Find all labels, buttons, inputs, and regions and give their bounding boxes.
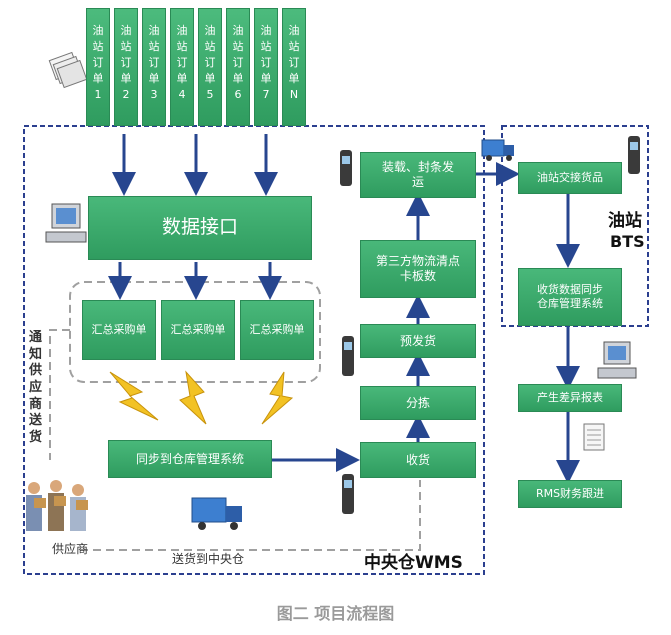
supplier-label: 供应商 <box>52 542 89 556</box>
order-char: 油 <box>260 24 272 37</box>
order-char: 单 <box>176 71 188 85</box>
oil-station-order-6: 油 站 订 单 6 <box>226 8 250 126</box>
station-handover-node: 油站交接货品 <box>518 162 622 194</box>
summary-po-node-2: 汇总采购单 <box>161 300 235 360</box>
load-seal-ship-node: 装载、封条发运 <box>360 152 476 198</box>
data-interface-node: 数据接口 <box>88 196 312 260</box>
deliver-to-dc-label: 送货到中央仓 <box>172 552 245 566</box>
order-char: N <box>289 87 299 101</box>
scanner-icon <box>342 474 354 514</box>
oil-station-order-1: 油 站 订 单 1 <box>86 8 110 126</box>
scanner-icon <box>628 136 640 174</box>
station-label: 油站 <box>608 211 642 231</box>
order-char: 站 <box>232 39 244 53</box>
order-char: 6 <box>234 87 242 101</box>
order-char: 5 <box>206 87 214 101</box>
order-char: 订 <box>232 55 244 69</box>
notify-supplier-label: 通知供应商送货 <box>29 330 43 445</box>
oil-station-order-5: 油 站 订 单 5 <box>198 8 222 126</box>
figure-caption: 图二 项目流程图 <box>276 604 395 623</box>
order-char: 油 <box>232 24 244 37</box>
order-char: 油 <box>148 24 160 37</box>
order-char: 油 <box>120 24 132 37</box>
order-char: 站 <box>92 39 104 53</box>
order-char: 订 <box>120 55 132 69</box>
order-char: 订 <box>288 55 300 69</box>
scanner-icon <box>342 336 354 376</box>
order-char: 订 <box>204 55 216 69</box>
lightning-icon <box>109 371 159 421</box>
oil-station-order-3: 油 站 订 单 3 <box>142 8 166 126</box>
oil-station-order-7: 油 站 订 单 7 <box>254 8 278 126</box>
truck-icon <box>481 139 514 161</box>
order-char: 单 <box>120 71 132 85</box>
station-bts-region <box>501 125 649 327</box>
scanner-icon <box>340 150 352 186</box>
computer-icon <box>45 203 87 243</box>
central-wms-region <box>23 125 485 575</box>
order-char: 4 <box>178 87 186 101</box>
order-char: 7 <box>262 87 270 101</box>
order-char: 站 <box>204 39 216 53</box>
pre-shipping-node: 预发货 <box>360 324 476 358</box>
order-char: 单 <box>288 71 300 85</box>
oil-station-order-2: 油 站 订 单 2 <box>114 8 138 126</box>
truck-icon <box>191 497 242 530</box>
oil-station-order-n: 油 站 订 单 N <box>282 8 306 126</box>
order-char: 单 <box>92 71 104 85</box>
order-char: 站 <box>120 39 132 53</box>
sync-wms-node: 同步到仓库管理系统 <box>108 440 272 478</box>
order-char: 订 <box>148 55 160 69</box>
oil-station-order-4: 油 站 订 单 4 <box>170 8 194 126</box>
order-char: 站 <box>176 39 188 53</box>
order-char: 订 <box>260 55 272 69</box>
order-char: 单 <box>148 71 160 85</box>
order-char: 2 <box>122 87 130 101</box>
spreadsheet-icon <box>583 423 605 451</box>
order-char: 油 <box>204 24 216 37</box>
third-party-check-node: 第三方物流清点卡板数 <box>360 240 476 298</box>
order-char: 单 <box>204 71 216 85</box>
documents-icon <box>48 51 88 89</box>
lightning-icon <box>261 371 294 425</box>
supplier-people-icon <box>26 480 88 531</box>
sorting-node: 分拣 <box>360 386 476 420</box>
bts-label: BTS <box>610 232 645 251</box>
order-char: 站 <box>148 39 160 53</box>
order-char: 油 <box>92 24 104 37</box>
order-char: 3 <box>150 87 158 101</box>
receiving-sync-node: 收货数据同步仓库管理系统 <box>518 268 622 326</box>
lightning-icon <box>179 370 207 425</box>
order-char: 站 <box>288 39 300 53</box>
receiving-node: 收货 <box>360 442 476 478</box>
central-wms-label: 中央仓WMS <box>364 553 463 573</box>
computer-icon <box>597 341 637 379</box>
supplier-loop-line <box>49 329 421 551</box>
rms-followup-node: RMS财务跟进 <box>518 480 622 508</box>
order-char: 订 <box>176 55 188 69</box>
summary-po-node-3: 汇总采购单 <box>240 300 314 360</box>
order-char: 订 <box>92 55 104 69</box>
order-char: 站 <box>260 39 272 53</box>
order-char: 油 <box>176 24 188 37</box>
order-char: 单 <box>232 71 244 85</box>
summary-po-node-1: 汇总采购单 <box>82 300 156 360</box>
order-char: 单 <box>260 71 272 85</box>
order-char: 1 <box>94 87 102 101</box>
difference-report-node: 产生差异报表 <box>518 384 622 412</box>
order-char: 油 <box>288 24 300 37</box>
